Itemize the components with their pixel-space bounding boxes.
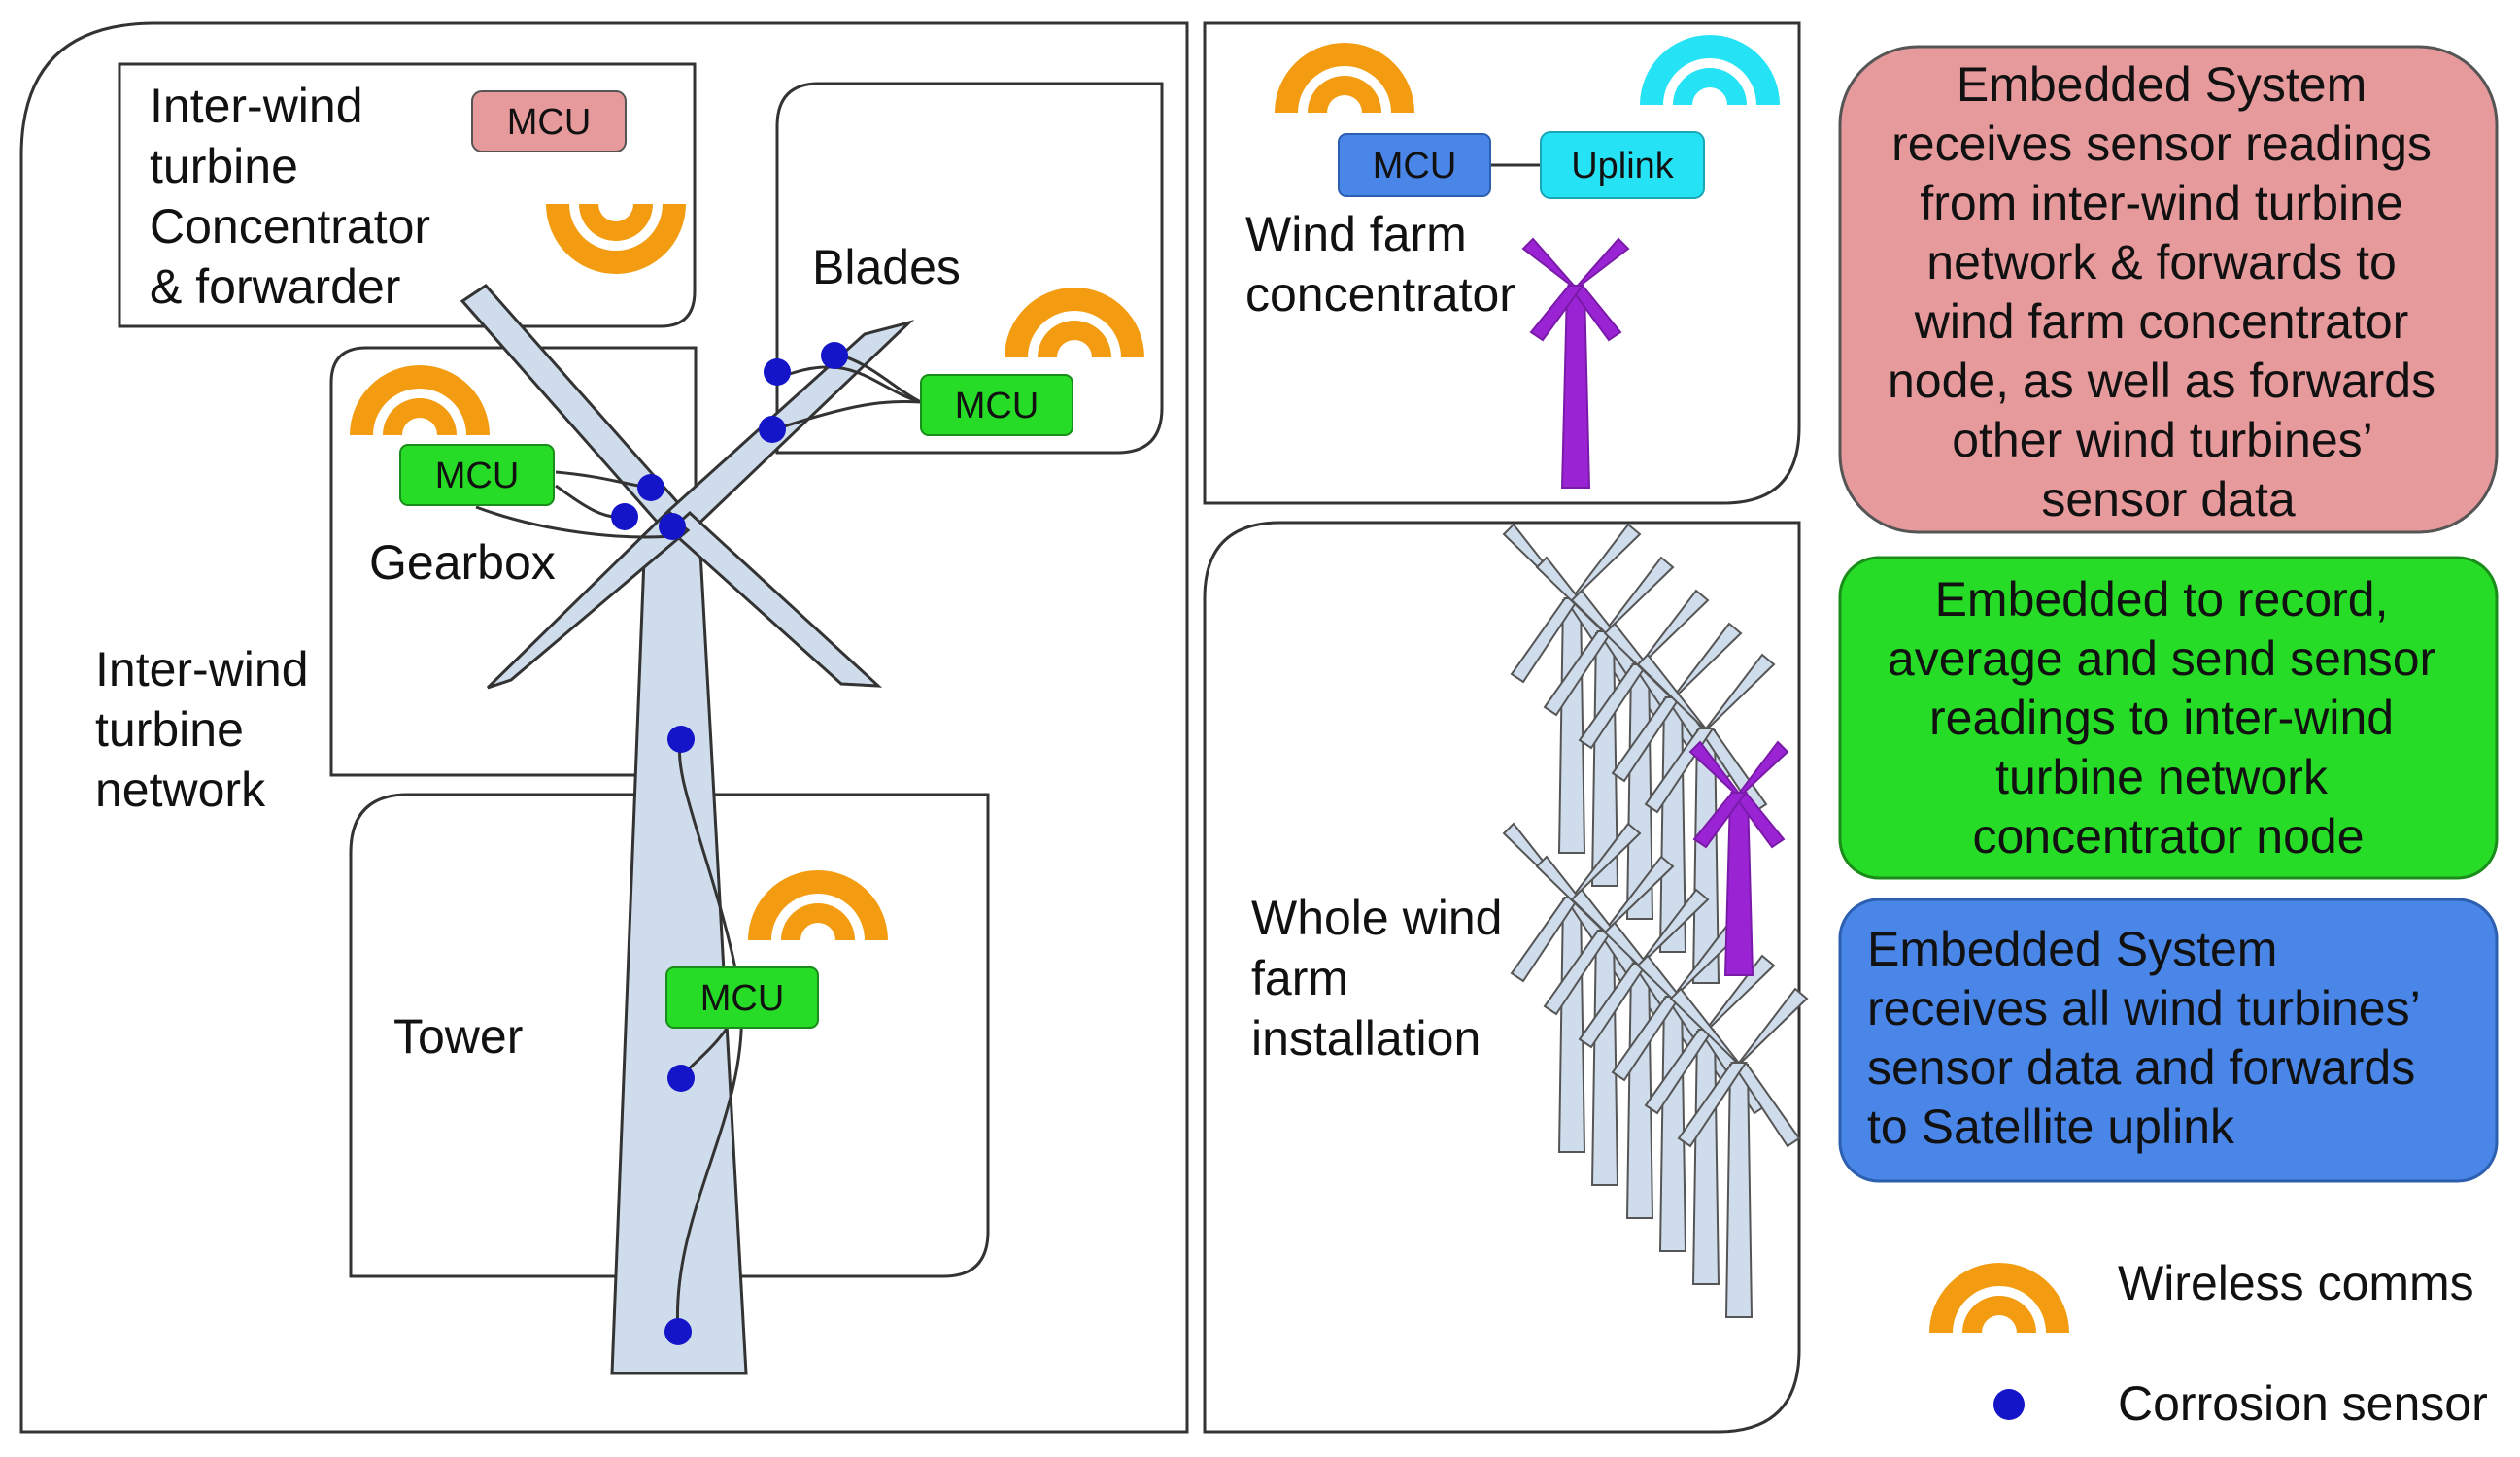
- sensor-dot: [821, 342, 848, 369]
- tower-label: Tower: [393, 1009, 523, 1064]
- red-caption-box: [1838, 45, 2499, 534]
- network-label: Inter-wind turbine network: [95, 642, 322, 817]
- blue-caption-box: [1838, 898, 2499, 1183]
- blades-panel: [775, 82, 1164, 455]
- sensor-dot: [637, 474, 664, 501]
- gearbox-mcu: MCU: [399, 444, 555, 506]
- green-caption-box: [1838, 556, 2499, 880]
- green-caption: Embedded to record, average and send sen…: [1888, 572, 2449, 864]
- farm-concentrator-label: Wind farm concentrator: [1245, 207, 1515, 322]
- blades-label: Blades: [812, 240, 961, 294]
- sensor-dot: [659, 513, 686, 540]
- red-caption: Embedded System receives sensor readings…: [1888, 57, 2449, 526]
- sensor-dot: [764, 358, 791, 386]
- legend-wireless-icon: [1929, 1263, 2069, 1333]
- tower-mcu: MCU: [665, 966, 819, 1029]
- whole-farm-label: Whole wind farm installation: [1251, 891, 1515, 1066]
- farm-mcu: MCU: [1338, 133, 1491, 197]
- tower-mcu-label: MCU: [700, 978, 785, 1019]
- concentrator-label: Inter-wind turbine Concentrator & forwar…: [150, 79, 444, 314]
- concentrator-mcu-label: MCU: [507, 102, 592, 143]
- legend-sensor-icon: [1993, 1389, 2025, 1420]
- sensor-dot: [664, 1318, 692, 1345]
- sensor-dot: [667, 1065, 695, 1092]
- sensor-dot: [611, 503, 638, 530]
- blades-mcu: MCU: [920, 374, 1073, 436]
- legend-wireless-label: Wireless comms: [2118, 1256, 2474, 1310]
- gearbox-label: Gearbox: [369, 535, 556, 590]
- farm-mcu-label: MCU: [1373, 146, 1457, 186]
- concentrator-turbine: [1521, 237, 1630, 489]
- concentrator-mcu: MCU: [471, 90, 627, 152]
- sensor-dot: [759, 416, 786, 443]
- legend-sensor-label: Corrosion sensor: [2118, 1376, 2488, 1431]
- blades-mcu-label: MCU: [955, 386, 1039, 426]
- uplink-unit: Uplink: [1540, 131, 1705, 199]
- farm-turbines: [1503, 524, 1808, 1318]
- farm-concentrator-turbine: [1688, 740, 1789, 976]
- blue-caption: Embedded System receives all wind turbin…: [1867, 922, 2433, 1154]
- sensor-dot: [667, 726, 695, 753]
- uplink-label: Uplink: [1571, 146, 1675, 186]
- gearbox-mcu-label: MCU: [435, 456, 520, 496]
- corrosion-sensors: [611, 342, 848, 1345]
- sensor-wiring: [475, 353, 922, 1333]
